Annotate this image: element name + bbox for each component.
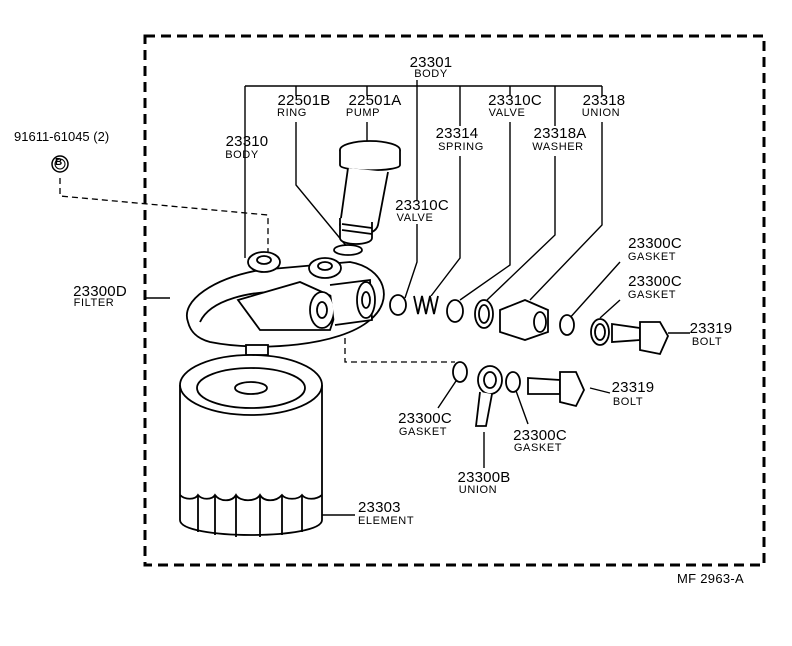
filter-head bbox=[185, 251, 385, 356]
part-name-valve-mid: VALVE bbox=[396, 212, 434, 224]
part-number-23319-2: 23319 bbox=[611, 379, 655, 396]
part-number-23310c-mid: 23310C bbox=[395, 197, 449, 214]
part-name-body-left: BODY bbox=[225, 149, 259, 161]
part-name-gasket-1: GASKET bbox=[627, 251, 677, 263]
part-name-bolt-1: BOLT bbox=[691, 336, 723, 348]
leader-lines bbox=[145, 80, 690, 516]
part-name-pump: PUMP bbox=[345, 107, 381, 119]
part-number-23300b: 23300B bbox=[457, 469, 511, 486]
part-number-23319-1: 23319 bbox=[689, 320, 733, 337]
part-number-23318a: 23318A bbox=[533, 125, 587, 142]
valve-chain bbox=[389, 294, 670, 356]
pump bbox=[333, 140, 401, 256]
part-number-23300d: 23300D bbox=[73, 283, 127, 300]
part-number-23303: 23303 bbox=[358, 499, 401, 516]
bolt-ref-marker bbox=[51, 155, 69, 173]
part-name-union-top: UNION bbox=[581, 107, 621, 119]
part-name-gasket-4: GASKET bbox=[513, 442, 563, 454]
figure-code: MF 2963-A bbox=[677, 571, 745, 586]
part-name-element: ELEMENT bbox=[358, 515, 415, 527]
part-name-spring: SPRING bbox=[438, 141, 484, 153]
bolt-marker-letter: B bbox=[55, 157, 63, 168]
part-number-22501a: 22501A bbox=[348, 92, 402, 109]
part-number-23300c-3: 23300C bbox=[398, 410, 452, 427]
part-name-valve-top: VALVE bbox=[488, 107, 526, 119]
part-number-23310: 23310 bbox=[225, 133, 269, 150]
diagram-frame bbox=[143, 34, 766, 567]
part-name-union-low: UNION bbox=[458, 484, 498, 496]
part-number-23314: 23314 bbox=[435, 125, 479, 142]
part-name-gasket-2: GASKET bbox=[627, 289, 677, 301]
part-number-22501b: 22501B bbox=[277, 92, 331, 109]
bolt-part-number: 91611-61045 (2) bbox=[14, 129, 110, 144]
part-name-ring: RING bbox=[277, 107, 307, 119]
part-name-bolt-2: BOLT bbox=[612, 396, 644, 408]
part-number-23318: 23318 bbox=[582, 92, 626, 109]
part-number-23300c-2: 23300C bbox=[628, 273, 682, 290]
part-number-23300c-4: 23300C bbox=[513, 427, 567, 444]
part-number-23301: 23301 bbox=[409, 54, 453, 71]
filter-element bbox=[179, 354, 323, 537]
part-name-gasket-3: GASKET bbox=[398, 426, 448, 438]
lower-union bbox=[452, 361, 585, 427]
part-name-washer: WASHER bbox=[532, 141, 584, 153]
part-number-23310c-top: 23310C bbox=[488, 92, 542, 109]
part-number-23300c-1: 23300C bbox=[628, 235, 682, 252]
part-name-body-main: BODY bbox=[414, 68, 448, 80]
part-name-filter: FILTER bbox=[73, 297, 115, 309]
